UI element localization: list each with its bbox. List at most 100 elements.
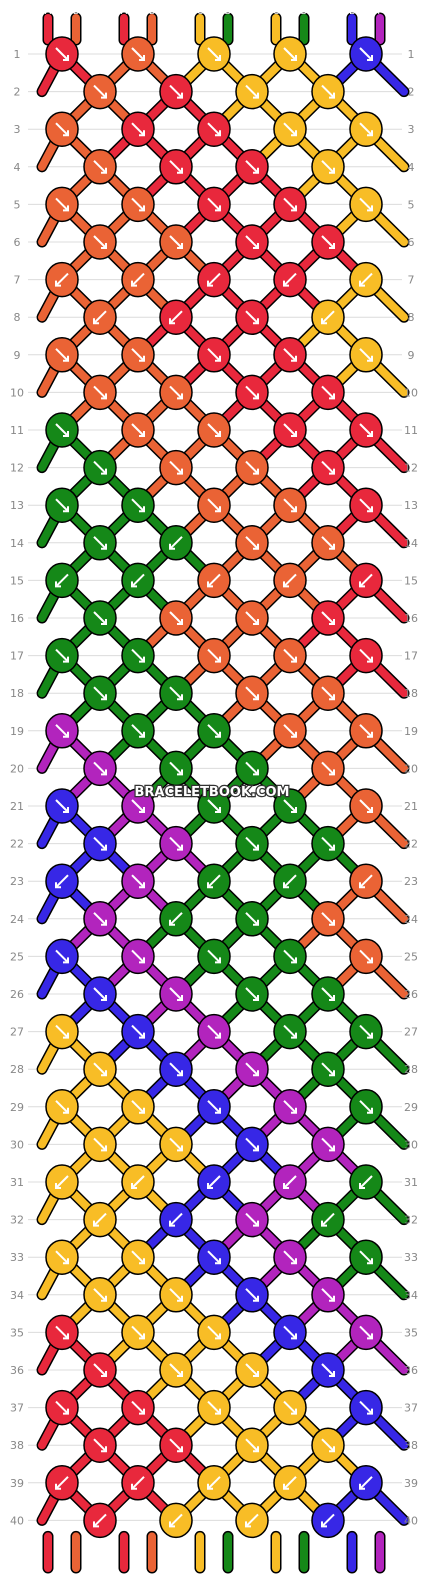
knot <box>83 750 117 787</box>
row-number-right: 35 <box>404 1326 418 1339</box>
knot-direction-arrow <box>245 160 259 174</box>
knot-direction-arrow <box>321 761 335 776</box>
knot-direction-arrow <box>245 761 259 776</box>
arrow-head <box>283 882 289 889</box>
knot <box>311 1126 345 1163</box>
arrow-head <box>291 55 297 61</box>
knot <box>235 299 269 335</box>
row-number-right: 4 <box>408 161 415 174</box>
knot-direction-arrow <box>245 1137 259 1152</box>
knot-direction-arrow <box>245 1288 259 1302</box>
arrow-head <box>101 995 107 1001</box>
knot-direction-arrow <box>131 724 145 738</box>
knot <box>311 149 345 185</box>
knot <box>83 1352 117 1388</box>
row-number-left: 8 <box>14 311 21 324</box>
arrow-head <box>177 243 183 249</box>
knot <box>197 1239 231 1275</box>
knot <box>83 976 117 1012</box>
knot <box>83 675 117 711</box>
string-label: A <box>121 7 128 17</box>
knot-direction-arrow <box>359 949 373 964</box>
knot-direction-arrow <box>169 836 183 851</box>
knot <box>45 1239 79 1275</box>
arrow-head <box>283 581 289 588</box>
arrow-head <box>177 167 183 174</box>
row-number-right: 18 <box>404 687 418 700</box>
knot <box>121 1465 155 1501</box>
knot <box>159 1427 193 1463</box>
arrow-head <box>291 1107 297 1114</box>
knot <box>235 901 269 937</box>
knot <box>349 337 383 373</box>
arrow-head <box>215 807 221 813</box>
arrow-head <box>291 731 297 738</box>
knot <box>349 111 383 147</box>
knot <box>159 825 193 862</box>
knot <box>273 788 307 824</box>
knot <box>273 111 307 147</box>
arrow-head <box>139 957 145 964</box>
row-number-left: 37 <box>10 1402 24 1415</box>
arrow-head <box>177 995 183 1001</box>
knot <box>311 374 345 411</box>
knot <box>83 1051 117 1087</box>
knot-direction-arrow <box>245 912 259 926</box>
arrow-head <box>139 130 145 137</box>
knot-direction-arrow <box>131 799 145 813</box>
knot <box>273 1314 307 1351</box>
arrow-head <box>55 1183 61 1189</box>
knot-direction-arrow <box>131 1400 145 1415</box>
knot <box>83 1277 117 1313</box>
arrow-head <box>283 280 289 287</box>
knot-direction-arrow <box>359 648 373 663</box>
knot <box>159 224 193 260</box>
arrow-head <box>367 1333 373 1340</box>
knot-direction-arrow <box>321 1513 335 1528</box>
knot <box>349 261 383 298</box>
row-number-left: 3 <box>14 123 21 136</box>
arrow-head <box>207 1183 213 1189</box>
knot <box>349 863 383 899</box>
knot <box>83 825 117 862</box>
arrow-head <box>329 1070 335 1077</box>
knot <box>311 73 345 110</box>
string-label: D <box>301 7 308 17</box>
string-label: F <box>377 1577 382 1587</box>
knot-direction-arrow <box>169 1212 183 1227</box>
knot <box>273 1089 307 1125</box>
knot <box>273 412 307 448</box>
knot <box>273 938 307 975</box>
knot <box>159 1277 193 1313</box>
knot-direction-arrow <box>207 573 221 588</box>
arrow-head <box>329 1371 335 1377</box>
arrow-head <box>329 92 335 99</box>
arrow-head <box>329 1446 335 1453</box>
knot-direction-arrow <box>207 1325 221 1340</box>
knot <box>235 525 269 561</box>
knot-direction-arrow <box>93 611 107 625</box>
knot <box>197 637 231 674</box>
knot-direction-arrow <box>93 686 107 700</box>
row-number-left: 9 <box>14 349 21 362</box>
knot <box>45 1013 79 1050</box>
arrow-head <box>177 92 183 99</box>
knot <box>45 487 79 523</box>
knot <box>349 637 383 674</box>
knot <box>121 938 155 975</box>
arrow-head <box>253 318 259 325</box>
arrow-head <box>55 1483 61 1490</box>
arrow-head <box>245 1521 251 1528</box>
knot-direction-arrow <box>321 460 335 475</box>
arrow-head <box>215 355 221 362</box>
knot <box>311 901 345 937</box>
arrow-head <box>321 1521 327 1528</box>
knot-direction-arrow <box>93 1363 107 1377</box>
knot-direction-arrow <box>245 836 259 851</box>
knot <box>349 562 383 599</box>
knot-direction-arrow <box>283 1024 297 1039</box>
arrow-head <box>177 694 183 701</box>
knot-direction-arrow <box>93 1288 107 1302</box>
row-number-right: 25 <box>404 950 418 963</box>
